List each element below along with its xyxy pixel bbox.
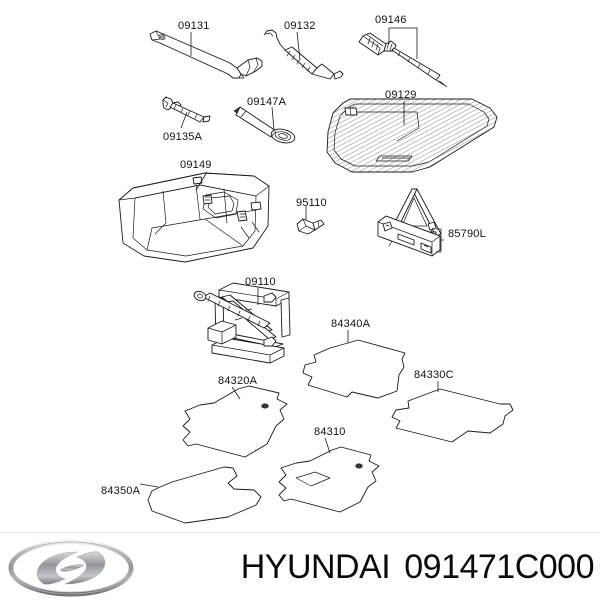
part-09146-screwdriver — [358, 27, 448, 88]
part-84340A-floor-mat-rear-left — [302, 330, 406, 399]
callout-label-09135A: 09135A — [163, 131, 203, 143]
part-09147A-tow-hook-eye-bolt — [233, 106, 296, 144]
part-09149-tool-case-tray — [118, 171, 270, 263]
callout-label-84350A: 84350A — [101, 485, 141, 497]
part-09132-jack-handle-rod — [263, 29, 344, 80]
part-84310-floor-mat-front-driver — [278, 437, 380, 513]
callout-label-95110: 95110 — [296, 197, 327, 209]
part-84320A-floor-mat-front-passenger — [182, 385, 288, 458]
footer-bar: HYUNDAI 091471C000 — [0, 532, 600, 600]
part-09129-luggage-tray-cover — [326, 98, 498, 173]
callout-label-09129: 09129 — [385, 89, 417, 101]
part-85790L-warning-triangle — [377, 188, 444, 257]
callout-label-09132: 09132 — [284, 20, 316, 32]
callout-label-84330C: 84330C — [414, 369, 454, 381]
callout-label-09147A: 09147A — [247, 96, 287, 108]
part-number: 091471C000 — [404, 548, 594, 586]
parts-diagram-svg: .ln { fill:none; stroke:#1a1a1a; stroke-… — [118, 27, 514, 524]
callout-label-09131: 09131 — [178, 20, 210, 32]
parts-diagram: .ln { fill:none; stroke:#1a1a1a; stroke-… — [101, 14, 514, 524]
callout-label-09110: 09110 — [245, 276, 276, 288]
callout-label-84340A: 84340A — [331, 318, 371, 330]
part-84350A-floor-mat-trunk — [139, 466, 262, 524]
part-95110-connector — [296, 206, 325, 235]
callout-label-85790L: 85790L — [448, 228, 486, 240]
callout-label-09149: 09149 — [180, 159, 212, 171]
part-09110-scissor-jack — [193, 282, 291, 364]
callout-label-09146: 09146 — [375, 14, 407, 26]
part-09135A-clip-set — [162, 96, 211, 129]
part-84330C-floor-mat-rear-right — [391, 381, 514, 443]
footer-text-group: HYUNDAI 091471C000 — [240, 542, 595, 592]
callout-label-84310: 84310 — [314, 426, 346, 438]
callout-label-84320A: 84320A — [218, 375, 258, 387]
part-09131-wheel-nut-wrench — [149, 30, 263, 79]
brand-name: HYUNDAI — [240, 548, 391, 586]
hyundai-logo — [8, 539, 134, 597]
